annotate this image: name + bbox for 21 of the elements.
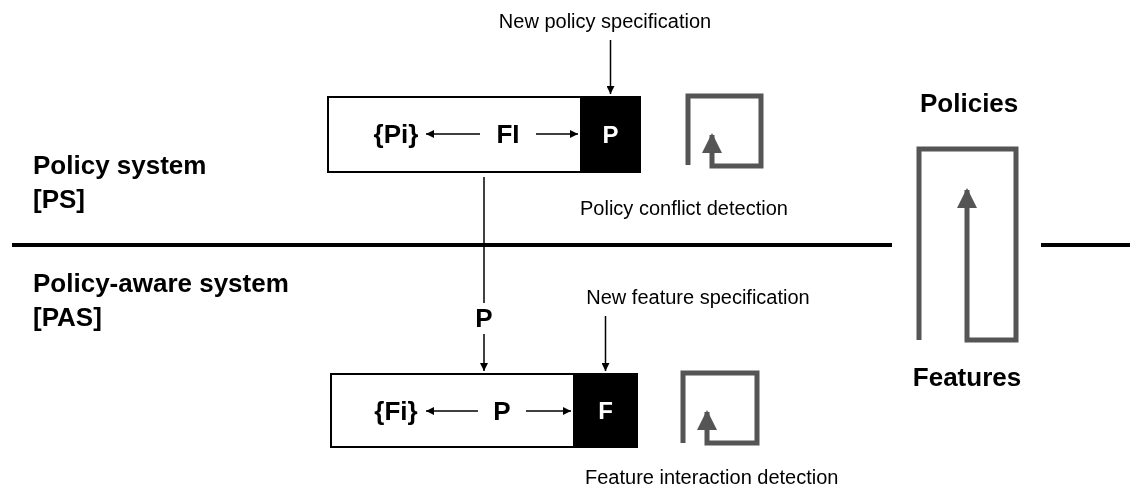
arrow xyxy=(525,407,572,415)
input-label: New policy specification xyxy=(476,6,734,36)
filled-box: F xyxy=(573,373,638,448)
system-box xyxy=(330,373,638,448)
arrow xyxy=(601,315,610,372)
node-label: P xyxy=(482,391,522,431)
filled-box: P xyxy=(580,96,641,173)
section-heading: Features xyxy=(911,362,1023,393)
node-label: {Pi} xyxy=(368,114,424,154)
caption: Feature interaction detection xyxy=(585,466,839,489)
section-heading: Policy system [PS] xyxy=(33,149,208,216)
node-label: FI xyxy=(484,114,532,154)
caption: Policy conflict detection xyxy=(580,197,788,220)
input-label: New feature specification xyxy=(553,282,843,312)
node-label: {Fi} xyxy=(368,391,424,431)
arrow xyxy=(606,39,615,95)
arrow xyxy=(535,130,579,138)
system-box xyxy=(327,96,641,173)
arrow xyxy=(425,407,479,415)
arrow xyxy=(425,130,481,138)
section-heading: Policy-aware system [PAS] xyxy=(33,267,290,334)
